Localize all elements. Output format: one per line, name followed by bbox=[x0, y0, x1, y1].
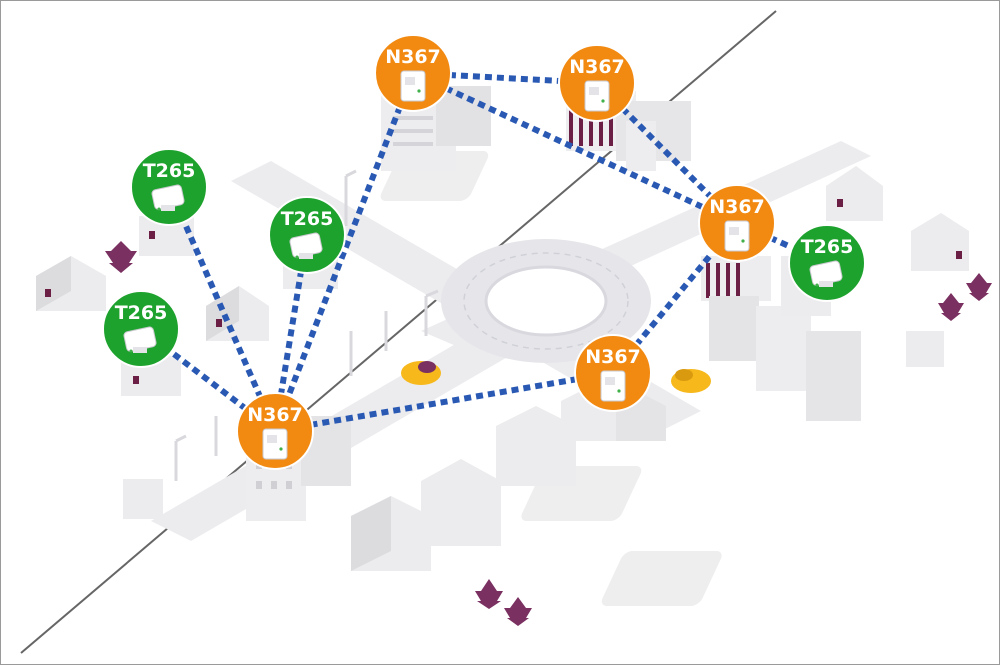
node-label: N367 bbox=[569, 56, 625, 78]
node-label: N367 bbox=[585, 346, 641, 368]
link-n1-n5 bbox=[272, 71, 416, 433]
center-houses bbox=[351, 386, 666, 571]
node-label: T265 bbox=[143, 160, 196, 182]
node-label: N367 bbox=[385, 46, 441, 68]
node-n2[interactable]: N367 bbox=[558, 44, 636, 122]
house-right-2 bbox=[911, 213, 969, 271]
router-icon bbox=[724, 220, 750, 252]
tree-1 bbox=[105, 241, 137, 273]
link-n2-n3 bbox=[594, 80, 740, 226]
car-left bbox=[401, 361, 441, 385]
cpe-icon bbox=[809, 260, 843, 287]
link-n5-t2 bbox=[272, 234, 310, 432]
tree-2 bbox=[938, 293, 964, 321]
cpe-icon bbox=[151, 184, 185, 211]
link-n5-t1 bbox=[166, 185, 278, 433]
buildings-layer bbox=[36, 86, 992, 626]
cpe-icon bbox=[123, 326, 157, 353]
house-left-2 bbox=[206, 286, 269, 341]
small-block bbox=[123, 479, 163, 519]
router-icon bbox=[600, 370, 626, 402]
node-t1[interactable]: T265 bbox=[130, 148, 208, 226]
node-label: T265 bbox=[281, 208, 334, 230]
street-layer bbox=[20, 10, 871, 654]
node-n1[interactable]: N367 bbox=[374, 34, 452, 112]
node-t2[interactable]: T265 bbox=[268, 196, 346, 274]
house-right-1 bbox=[826, 166, 883, 221]
roundabout-center bbox=[484, 265, 608, 337]
cpe-icon bbox=[289, 232, 323, 259]
parking-lot-2 bbox=[601, 551, 722, 606]
car-right bbox=[671, 369, 711, 393]
tree-5 bbox=[504, 597, 532, 626]
small-block-right bbox=[906, 331, 944, 367]
node-n5[interactable]: N367 bbox=[236, 392, 314, 470]
router-icon bbox=[584, 80, 610, 112]
node-n4[interactable]: N367 bbox=[574, 334, 652, 412]
street-lamps bbox=[174, 169, 439, 481]
node-label: T265 bbox=[801, 236, 854, 258]
tree-3 bbox=[966, 273, 992, 301]
link-n5-n4 bbox=[274, 370, 614, 434]
tree-4 bbox=[475, 579, 503, 609]
roundabout-lane bbox=[463, 252, 629, 350]
node-label: N367 bbox=[247, 404, 303, 426]
node-label: T265 bbox=[115, 302, 168, 324]
node-t3[interactable]: T265 bbox=[102, 290, 180, 368]
router-icon bbox=[262, 428, 288, 460]
node-t4[interactable]: T265 bbox=[788, 224, 866, 302]
node-label: N367 bbox=[709, 196, 765, 218]
node-n3[interactable]: N367 bbox=[698, 184, 776, 262]
router-icon bbox=[400, 70, 426, 102]
house-left-1 bbox=[36, 256, 106, 311]
